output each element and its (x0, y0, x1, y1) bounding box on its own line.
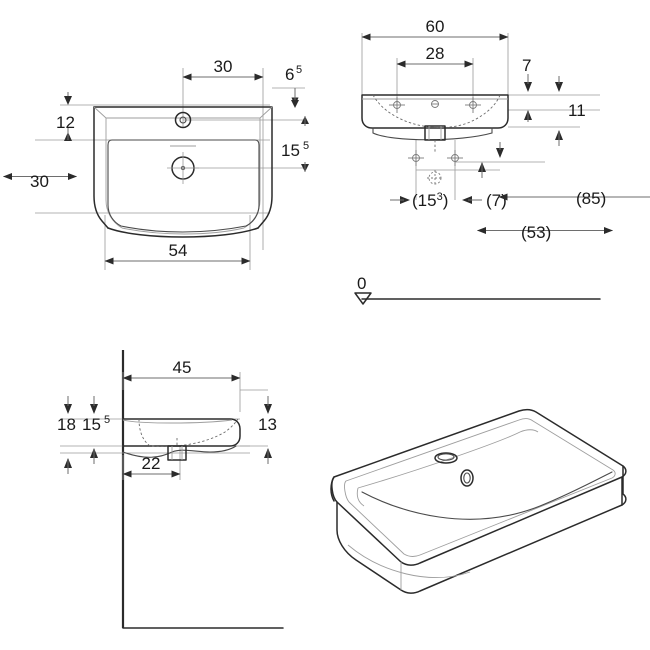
dim-label-6: 6 (285, 65, 294, 84)
dim-label-12: 12 (56, 113, 75, 132)
dim-label-11: 11 (568, 101, 586, 120)
front-elevation-view: 60 28 7 11 (153) (354, 17, 650, 305)
dim-label-15-superscript: 5 (303, 140, 309, 152)
dim-top-rear-depth-12: 12 (56, 92, 75, 141)
dim-label-6-superscript: 5 (296, 64, 302, 76)
dim-top-hole-offset-30: 30 (182, 57, 264, 81)
front-view-extension-lines (361, 33, 601, 300)
dim-label-15-3: (153) (412, 191, 448, 210)
dim-top-edge-6-5: 6 5 (285, 64, 302, 108)
dim-front-body-height-11: 11 (555, 76, 586, 146)
front-bracket-markers-lower (408, 150, 463, 186)
dim-front-trap-height-53: (53) (477, 223, 613, 242)
dim-label-54: 54 (169, 241, 188, 260)
dim-label-7: 7 (522, 56, 531, 75)
dim-side-body-height-13: 13 (258, 396, 277, 464)
dim-label-28: 28 (426, 44, 445, 63)
side-basin-body (122, 418, 241, 461)
dim-front-bracket-offset-15-3: (153) (390, 191, 482, 210)
side-section-view: 45 18 15 5 13 2 (57, 350, 284, 629)
dim-label-85: (85) (576, 189, 606, 208)
dim-side-projection-45: 45 (122, 358, 241, 382)
dim-front-mounting-height-85: (85) (498, 189, 650, 208)
dim-label-22: 22 (142, 454, 161, 473)
dim-label-15: 15 (281, 141, 300, 160)
isometric-3d-view (330, 408, 627, 594)
top-view-basin-outline (93, 106, 273, 238)
dim-label-15-side-superscript: 5 (104, 414, 110, 426)
dim-front-bracket-spacing-28: 28 (396, 44, 474, 68)
dim-label-7-paren: (7) (486, 191, 507, 210)
tap-hole (434, 452, 458, 464)
top-view: 30 6 5 12 30 15 (3, 57, 309, 270)
dim-label-30-left: 30 (30, 172, 49, 191)
dim-side-upper-offset-18: 18 (57, 396, 76, 474)
front-overflow-marker (431, 100, 439, 108)
dim-top-inner-width-54: 54 (104, 241, 251, 265)
dim-front-total-width-60: 60 (361, 17, 509, 41)
dim-label-30-top: 30 (214, 57, 233, 76)
dim-side-mid-offset-15-5: 15 5 (82, 396, 110, 464)
dim-label-13: 13 (258, 415, 277, 434)
dim-label-45: 45 (173, 358, 192, 377)
dim-label-60: 60 (426, 17, 445, 36)
datum-marker: 0 (354, 274, 372, 305)
overflow-hole (174, 111, 192, 129)
dim-label-18: 18 (57, 415, 76, 434)
tap-hole (167, 152, 199, 184)
dim-label-53: (53) (521, 223, 551, 242)
dim-label-15-side: 15 (82, 415, 101, 434)
basin-body (330, 408, 627, 594)
front-basin-body (361, 94, 509, 152)
dim-top-hole-offset-15-5: 15 5 (281, 116, 309, 172)
datum-triangle-marker (354, 292, 372, 305)
dim-front-rim-thickness-7: 7 (522, 56, 532, 122)
front-bracket-markers-upper (389, 97, 481, 113)
dim-top-total-depth-30: 30 (3, 172, 77, 191)
datum-label: 0 (357, 274, 366, 293)
overflow-hole (460, 469, 474, 487)
dim-side-drain-offset-22: 22 (122, 454, 181, 478)
